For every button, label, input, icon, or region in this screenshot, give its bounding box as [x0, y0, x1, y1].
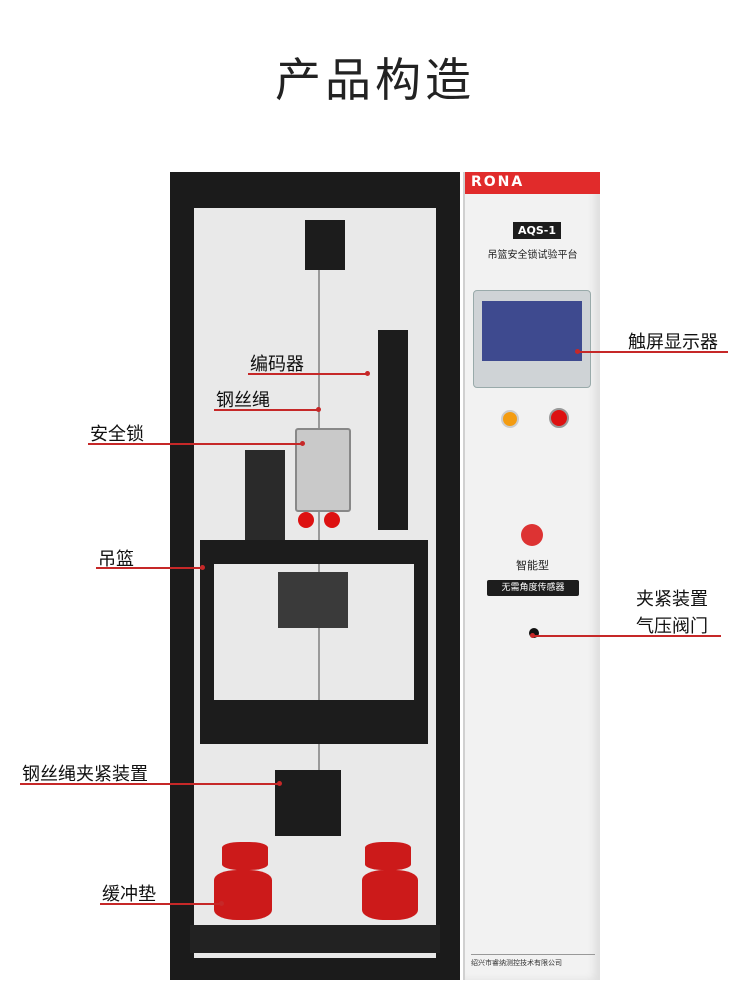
basket-right-post: [414, 564, 428, 704]
leader-safety-lock: [88, 443, 303, 445]
lock-knob-left: [298, 512, 314, 528]
leader-dot-wire-rope: [316, 407, 321, 412]
page-title: 产品构造: [275, 53, 475, 107]
brand-bar: RONA: [465, 172, 600, 194]
leader-clamp-valve: [533, 635, 721, 637]
label-safety-lock: 安全锁: [90, 424, 144, 445]
smart-label: 智能型: [516, 559, 549, 572]
touchscreen-display[interactable]: [473, 290, 591, 388]
label-buffer-pad: 缓冲垫: [102, 884, 156, 905]
label-clamp-device: 夹紧装置: [636, 589, 708, 610]
leader-dot-safety-lock: [300, 441, 305, 446]
leader-dot-wire-clamp: [277, 781, 282, 786]
machine-subtitle: 吊篮安全锁试验平台: [487, 250, 578, 261]
touchscreen-content[interactable]: [482, 301, 582, 361]
leader-buffer-pad: [100, 903, 222, 905]
leader-basket: [96, 567, 202, 569]
control-panel: RONA AQS-1 吊篮安全锁试验平台 智能型 无需角度传感器 绍兴市睿纳测控…: [463, 172, 600, 980]
sensor-badge: 无需角度传感器: [487, 580, 579, 596]
leader-dot-touchscreen: [575, 349, 580, 354]
label-wire-rope: 钢丝绳: [216, 390, 270, 411]
base-plate: [190, 925, 440, 953]
label-basket: 吊篮: [98, 549, 134, 570]
leader-wire-rope: [214, 409, 319, 411]
buffer-pad-right-top: [365, 842, 411, 870]
label-air-valve: 气压阀门: [636, 616, 708, 637]
buffer-pad-left-top: [222, 842, 268, 870]
emergency-stop-button[interactable]: [549, 408, 569, 428]
lock-bracket: [245, 450, 285, 540]
leader-dot-clamp-valve: [530, 633, 535, 638]
smart-brain-icon: [521, 524, 543, 546]
company-name: 绍兴市睿纳测控技术有限公司: [471, 954, 595, 968]
label-encoder: 编码器: [250, 354, 304, 375]
basket-left-post: [200, 564, 214, 704]
leader-touchscreen: [578, 351, 728, 353]
encoder-arm: [378, 330, 408, 530]
brand-logo: RONA: [471, 174, 525, 190]
model-badge: AQS-1: [513, 222, 562, 239]
leader-dot-encoder: [365, 371, 370, 376]
buffer-pad-left: [214, 870, 272, 920]
leader-dot-buffer-pad: [219, 901, 224, 906]
leader-wire-clamp: [20, 783, 280, 785]
leader-dot-basket: [200, 565, 205, 570]
lock-knob-right: [324, 512, 340, 528]
label-wire-clamp: 钢丝绳夹紧装置: [22, 764, 148, 785]
label-touchscreen: 触屏显示器: [628, 332, 718, 353]
basket-spring-assembly: [278, 572, 348, 628]
basket-bottom: [200, 700, 428, 744]
wire-clamp-device: [275, 770, 341, 836]
basket-top: [200, 540, 428, 564]
wire-rope-cable: [318, 260, 320, 780]
encoder-block: [305, 220, 345, 270]
buffer-pad-right: [362, 870, 418, 920]
leader-encoder: [248, 373, 368, 375]
indicator-lamp: [501, 410, 519, 428]
